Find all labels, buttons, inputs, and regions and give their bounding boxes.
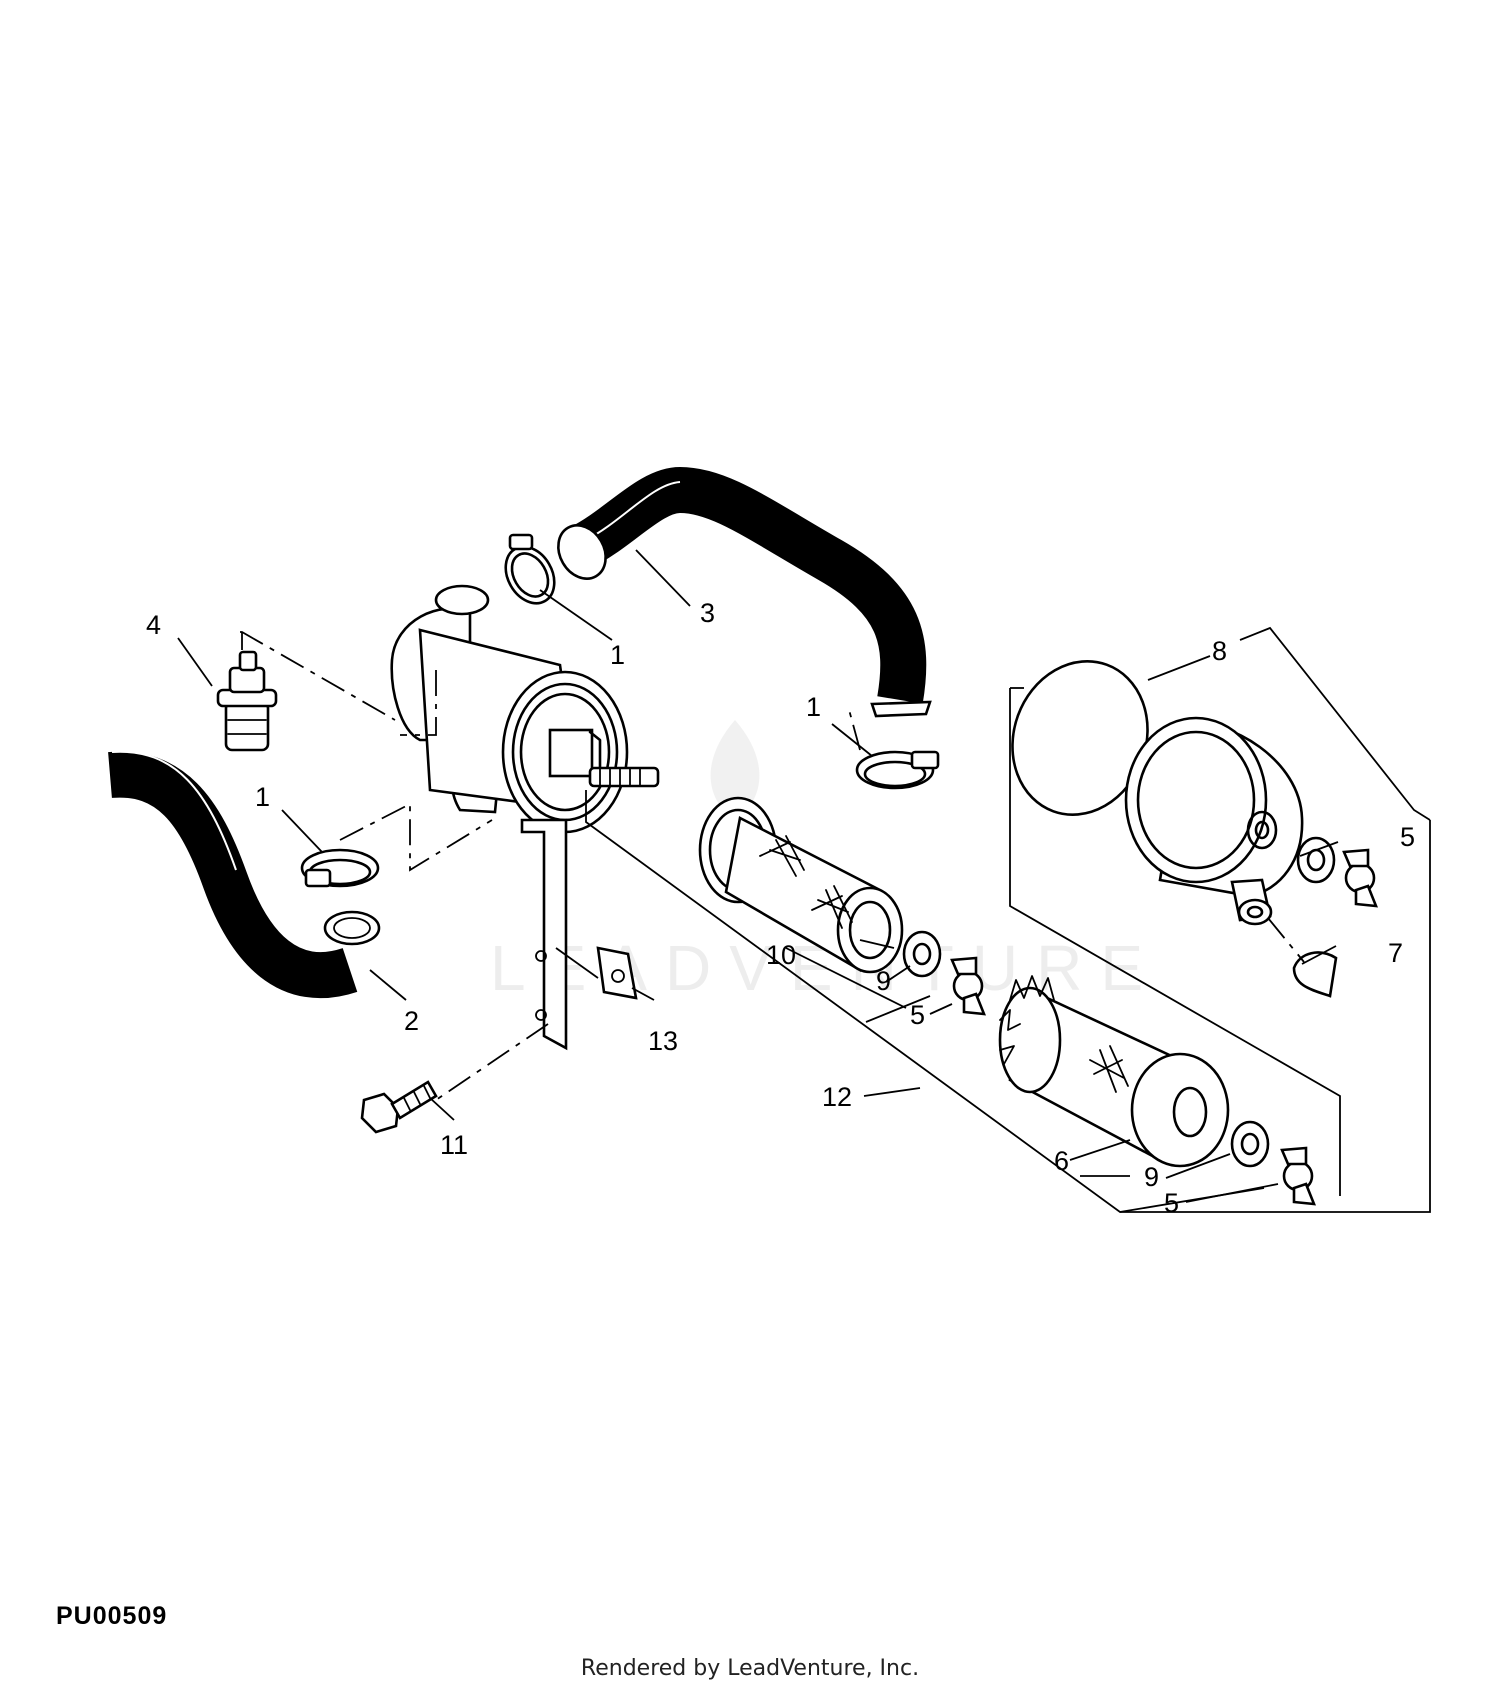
callout-8[interactable]: 8 bbox=[1212, 636, 1227, 666]
lower-hose[interactable] bbox=[108, 750, 381, 998]
wing-nut-bottom[interactable] bbox=[1280, 1146, 1317, 1206]
callout-13[interactable]: 13 bbox=[648, 1026, 678, 1056]
figure-code: PU00509 bbox=[56, 1602, 168, 1630]
callout-5-right[interactable]: 5 bbox=[1400, 822, 1415, 852]
callout-10[interactable]: 10 bbox=[766, 940, 796, 970]
callout-7[interactable]: 7 bbox=[1388, 938, 1403, 968]
primary-element[interactable] bbox=[998, 975, 1230, 1168]
callout-6[interactable]: 6 bbox=[1054, 1146, 1069, 1176]
leader-lines bbox=[177, 549, 1339, 1203]
cleaner-cover[interactable] bbox=[1124, 716, 1304, 926]
callout-3[interactable]: 3 bbox=[700, 598, 715, 628]
callout-12[interactable]: 12 bbox=[822, 1082, 852, 1112]
callout-5-bottom[interactable]: 5 bbox=[1164, 1188, 1179, 1218]
cap-screw[interactable] bbox=[360, 1080, 438, 1134]
callout-9-bottom[interactable]: 9 bbox=[1144, 1162, 1159, 1192]
hose-clamp-upper[interactable] bbox=[496, 533, 564, 612]
callout-11[interactable]: 11 bbox=[440, 1130, 468, 1160]
callout-2[interactable]: 2 bbox=[404, 1006, 419, 1036]
callout-1-middle[interactable]: 1 bbox=[806, 692, 821, 722]
upper-hose[interactable] bbox=[549, 467, 932, 718]
rendered-by-footer: Rendered by LeadVenture, Inc. bbox=[580, 1656, 920, 1681]
callout-9-center[interactable]: 9 bbox=[876, 966, 891, 996]
callout-1-upper[interactable]: 1 bbox=[610, 640, 625, 670]
hose-clamp-left[interactable] bbox=[300, 848, 380, 888]
hose-clamp-middle[interactable] bbox=[855, 750, 940, 790]
assembly-lines bbox=[240, 626, 1431, 1213]
restriction-indicator[interactable] bbox=[216, 650, 278, 752]
dust-valve[interactable] bbox=[1292, 951, 1338, 998]
wing-nut-right[interactable] bbox=[1342, 848, 1379, 908]
wing-nut-center[interactable] bbox=[950, 956, 987, 1016]
washer-right[interactable] bbox=[1296, 836, 1336, 884]
washer-bottom[interactable] bbox=[1230, 1120, 1270, 1168]
mounting-bracket[interactable] bbox=[520, 818, 568, 1051]
air-cleaner-housing[interactable] bbox=[390, 584, 660, 834]
clip-nut[interactable] bbox=[596, 946, 638, 1000]
secondary-element[interactable] bbox=[698, 796, 904, 974]
callout-5-center[interactable]: 5 bbox=[910, 1000, 925, 1030]
watermark-flame-icon bbox=[710, 720, 760, 820]
callout-4[interactable]: 4 bbox=[146, 610, 161, 640]
washer-center[interactable] bbox=[902, 930, 942, 978]
callout-1-left[interactable]: 1 bbox=[255, 782, 270, 812]
